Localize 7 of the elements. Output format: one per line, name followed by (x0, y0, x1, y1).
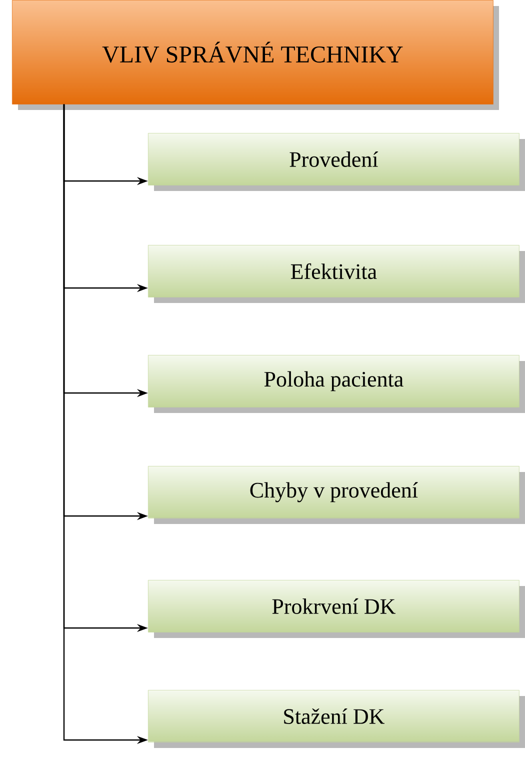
category-box: Prokrvení DK (148, 580, 525, 638)
category-box: Provedení (148, 133, 525, 191)
title-box: VLIV SPRÁVNÉ TECHNIKY (12, 0, 499, 110)
category-box: Poloha pacienta (148, 355, 525, 413)
category-box: Chyby v provedení (148, 466, 525, 524)
category-box: Efektivita (148, 245, 525, 303)
category-box: Stažení DK (148, 690, 525, 748)
